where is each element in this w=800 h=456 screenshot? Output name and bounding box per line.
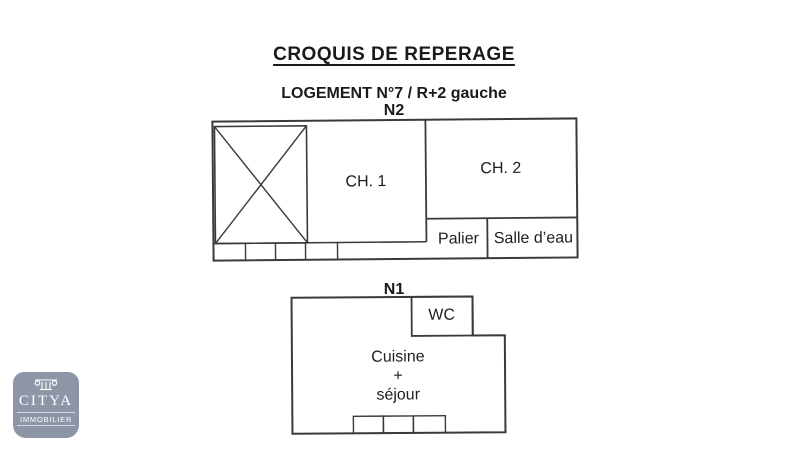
n2-cross-diagonal-2 (214, 125, 307, 245)
room-label-ch1: CH. 1 (345, 173, 387, 191)
page-title: CROQUIS DE REPERAGE (273, 44, 515, 65)
floor-plan-n1-drawing (290, 295, 507, 435)
n2-wall-ch1-right (424, 119, 428, 242)
floor-label-n2: N2 (383, 102, 405, 119)
n2-wall-ch1-bottom (213, 240, 427, 245)
room-label-salle-deau: Salle d’eau (493, 229, 574, 248)
n1-bottom-cell-2 (382, 415, 415, 434)
n1-bottom-cell-3 (412, 414, 447, 434)
floor-plan-n2: CH. 1 CH. 2 Palier Salle d’eau (204, 110, 590, 269)
logo-tagline-text: IMMOBILIER (17, 412, 75, 426)
citya-logo-badge: CITYA IMMOBILIER (13, 372, 79, 438)
room-label-palier: Palier (437, 230, 479, 248)
n1-bottom-cell-1 (352, 415, 385, 435)
n2-wall-ch2-bottom (426, 216, 578, 220)
page-subtitle: LOGEMENT N°7 / R+2 gauche (281, 85, 507, 102)
floor-plan-n2-drawing (211, 117, 579, 262)
logo-brand-text: CITYA (18, 393, 74, 409)
column-capital-icon (34, 379, 58, 391)
n2-outer-wall (211, 117, 579, 262)
room-label-ch2: CH. 2 (480, 159, 522, 178)
n1-wc-room (410, 295, 474, 337)
room-label-cuisine-sejour: Cuisine + séjour (371, 348, 425, 404)
room-label-wc: WC (428, 306, 456, 324)
floor-plan-n1: WC Cuisine + séjour (284, 289, 515, 441)
floor-label-n1: N1 (383, 281, 405, 298)
